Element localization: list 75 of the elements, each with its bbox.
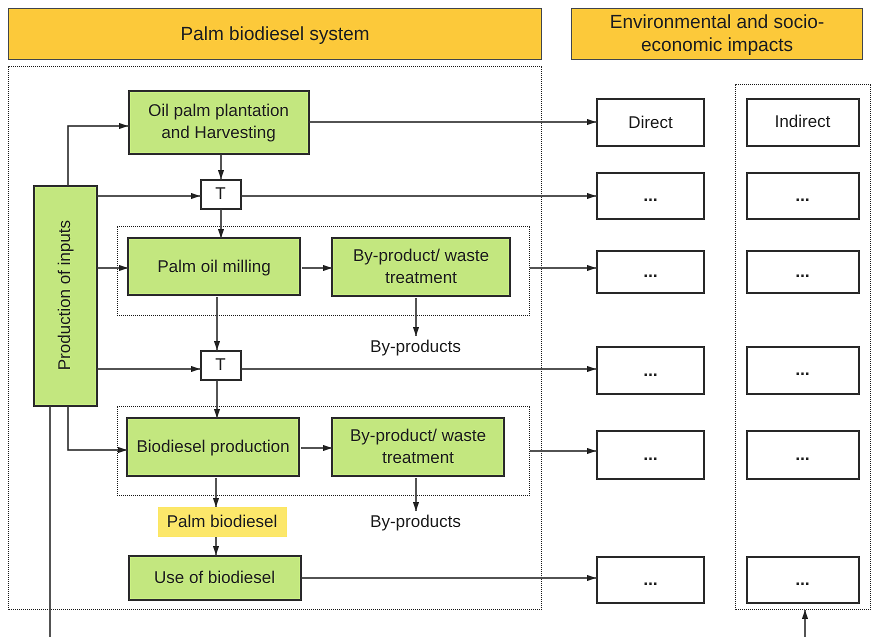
- impact-box: [746, 250, 860, 294]
- process-box: [127, 237, 301, 296]
- process-box: [32, 184, 98, 406]
- arrow: [412, 478, 420, 511]
- box-label: Oil palm plantation and Harvesting: [147, 100, 290, 144]
- arrow: [98, 192, 200, 200]
- arrow: [302, 264, 332, 272]
- arrow: [530, 264, 596, 272]
- arrow: [212, 478, 220, 507]
- box-label: T: [215, 354, 226, 376]
- box-label: By-product/ waste treatment: [352, 245, 490, 289]
- arrow: [242, 192, 596, 200]
- impact-box: [596, 430, 705, 480]
- dotted-group-box: [116, 406, 530, 496]
- impact-box: [596, 98, 705, 147]
- ellipsis-text: ...: [643, 444, 658, 466]
- box-label: Direct: [628, 112, 673, 134]
- arrow: [242, 366, 596, 372]
- box-label: By-product/ waste treatment: [348, 425, 488, 469]
- transport-box: [200, 178, 242, 210]
- arrow: [212, 537, 220, 555]
- dotted-group-box: [116, 226, 530, 316]
- arrow: [67, 407, 127, 454]
- ellipsis-text: ...: [795, 184, 810, 206]
- arrow: [214, 381, 220, 418]
- ellipsis-text: ...: [643, 360, 658, 382]
- impact-box: [596, 346, 705, 395]
- ellipsis-text: ...: [795, 260, 810, 282]
- arrow: [218, 210, 224, 238]
- impact-box: [746, 172, 860, 220]
- box-label: Production of inputs: [54, 220, 75, 371]
- output-label: By-products: [346, 336, 486, 358]
- header-band: [8, 8, 542, 60]
- process-box: [126, 417, 300, 477]
- box-label: Indirect: [774, 111, 830, 133]
- box-label: Biodiesel production: [136, 436, 290, 458]
- output-label: By-products: [346, 510, 486, 532]
- process-box: [331, 417, 505, 477]
- impact-box: [746, 556, 860, 604]
- transport-box: [200, 350, 242, 380]
- process-box: [331, 237, 511, 297]
- ellipsis-text: ...: [643, 261, 658, 283]
- box-label: Palm biodiesel system: [180, 22, 370, 46]
- header-band: [571, 8, 863, 60]
- ellipsis-text: ...: [643, 185, 658, 207]
- arrow: [412, 298, 420, 336]
- arrow: [802, 610, 808, 637]
- dotted-group-box: [735, 84, 871, 610]
- arrow: [302, 574, 596, 582]
- arrow: [530, 448, 596, 454]
- impact-box: [746, 98, 860, 146]
- ellipsis-text: ...: [643, 569, 658, 591]
- box-label: Use of biodiesel: [154, 566, 275, 588]
- dotted-group-box: [8, 66, 542, 610]
- impact-box: [596, 250, 705, 294]
- product-label: Palm biodiesel: [158, 506, 286, 536]
- box-label: T: [215, 183, 226, 205]
- process-box: [128, 554, 302, 600]
- ellipsis-text: ...: [795, 444, 810, 466]
- arrow: [98, 264, 128, 272]
- arrow: [310, 118, 596, 126]
- arrow: [301, 444, 332, 452]
- impact-box: [746, 430, 860, 480]
- impact-box: [596, 172, 705, 220]
- impact-box: [596, 556, 705, 604]
- ellipsis-text: ...: [795, 359, 810, 381]
- box-label: Palm oil milling: [157, 256, 271, 278]
- process-box: [128, 90, 310, 154]
- arrow: [98, 366, 200, 372]
- ellipsis-text: ...: [795, 568, 810, 590]
- impact-box: [746, 346, 860, 394]
- arrow: [218, 155, 224, 179]
- arrow: [67, 122, 128, 185]
- arrow: [214, 297, 220, 350]
- box-label: Environmental and socio-economic impacts: [608, 11, 826, 57]
